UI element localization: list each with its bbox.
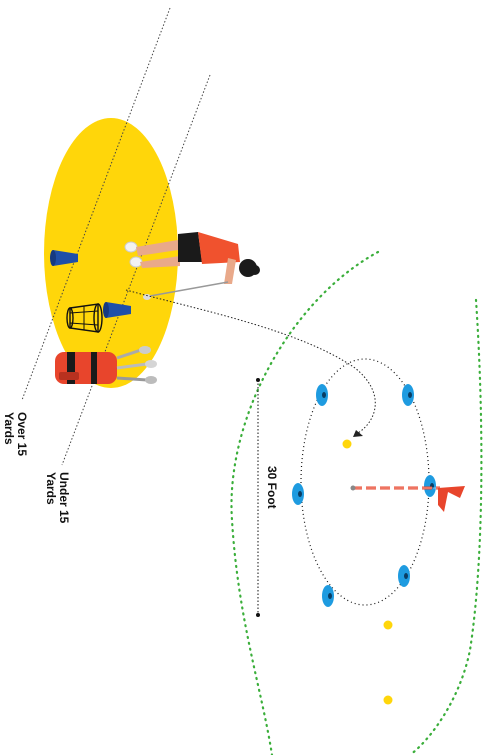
target-cone-icon: [316, 384, 328, 406]
flag-icon: [350, 485, 465, 512]
arrow-head: [353, 430, 363, 437]
target-cone-icon: [103, 302, 131, 318]
target-cone-icon: [292, 483, 304, 505]
golf-ball-icon: [383, 695, 393, 705]
golf-ball-icon: [342, 439, 352, 449]
target-cone-icon: [398, 565, 410, 587]
target-cone-icon: [402, 384, 414, 406]
over-15-yards-label: Over 15 Yards: [2, 412, 29, 457]
target-cone-icon: [424, 475, 436, 497]
practice-net-icon: [66, 303, 103, 333]
target-cone-icon: [322, 585, 334, 607]
golfer-figure: [124, 232, 260, 300]
chipping-zone: [44, 118, 178, 388]
golf-bag-icon: [55, 346, 157, 384]
under-15-yards-line: [61, 74, 211, 466]
under-15-yards-label: Under 15 Yards: [44, 472, 71, 524]
golf-ball-icon: [383, 620, 393, 630]
target-cone-icon: [50, 250, 78, 266]
distance-label: 30 Foot: [265, 466, 279, 509]
green-boundary-outer: [408, 298, 483, 755]
green-boundary-inner: [230, 250, 380, 755]
